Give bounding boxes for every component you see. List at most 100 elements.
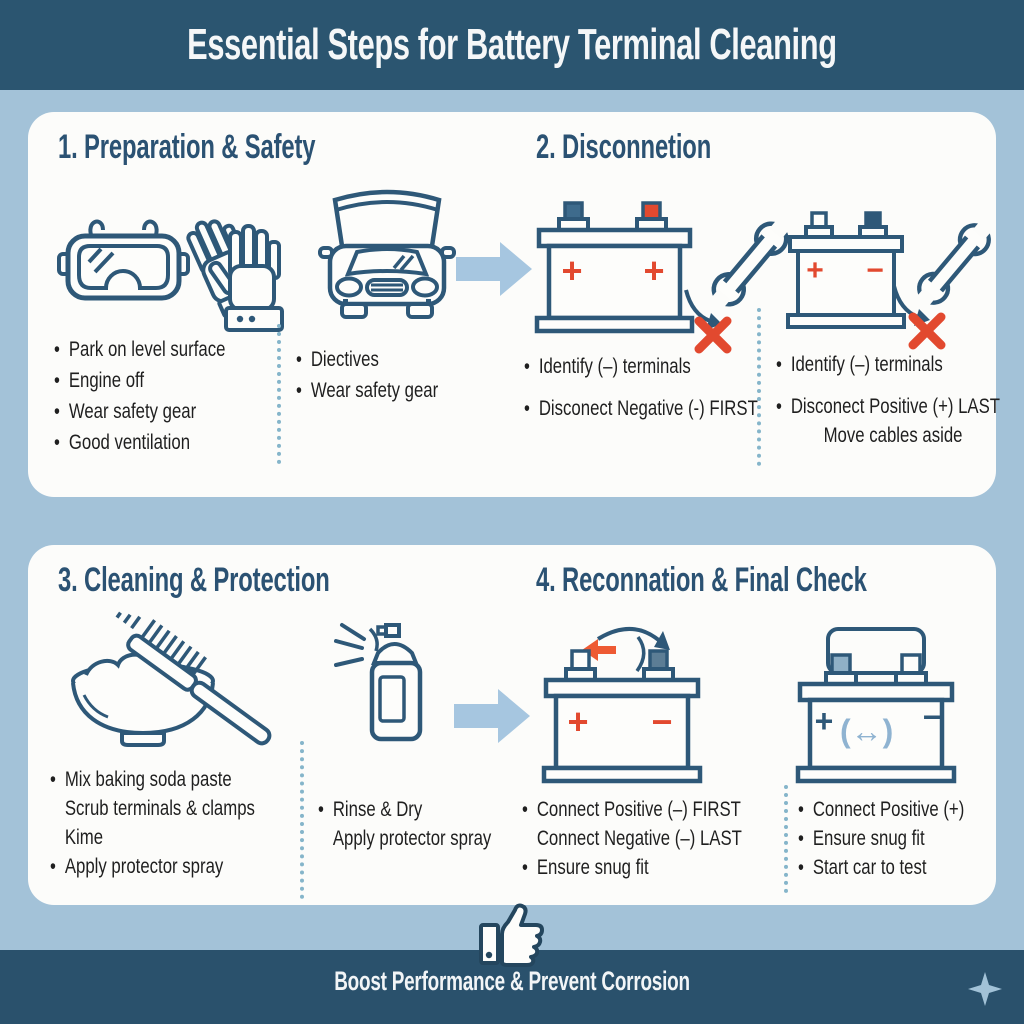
list-item: •Ensure snug fit (522, 853, 742, 882)
bullet-marker (50, 794, 65, 823)
bullet-text: Good ventilation (68, 430, 191, 454)
bullet-marker: • (798, 826, 804, 850)
bullet-text: Move cables aside (823, 423, 963, 447)
bullet-text: Ensure snug fit (536, 855, 649, 879)
terminal-sign: + (806, 254, 824, 287)
list-item: • Wear safety gear (296, 375, 438, 406)
x-mark-icon (908, 312, 946, 350)
dotted-divider (277, 324, 281, 464)
list-item: • Engine off (54, 365, 225, 396)
bullet-marker: • (54, 368, 60, 392)
list-item: •Wear safety gear (54, 396, 225, 427)
bullet-text: Identify (–) terminals (790, 352, 943, 376)
section-4-list-right: •Connect Positive (+) •Ensure snug fit •… (798, 795, 964, 882)
bullet-marker: • (776, 352, 782, 376)
section-2-list-right: • Identify (–) terminals • Disconect Posit… (776, 350, 1000, 450)
list-item: • Diectives (296, 344, 438, 375)
section-3-heading: 3. Cleaning & Protection (58, 561, 330, 599)
list-item: • Rinse & Dry (318, 795, 491, 824)
list-item: Kime (50, 823, 255, 852)
list-item: • Identify (–) terminals (776, 350, 1000, 379)
footer-band: Boost Performance & Prevent Corrosion (0, 950, 1024, 1024)
protector-spray-can-icon (328, 615, 463, 750)
list-item: • Disconect Positive (+) LAST (776, 392, 1000, 421)
section-4-heading: 4. Reconnation & Final Check (536, 561, 867, 599)
panel-top: 1. Preparation & Safety (28, 112, 1000, 497)
list-item: • Apply protector spray (50, 852, 255, 881)
flow-arrow-icon (456, 240, 534, 298)
footer-tagline: Boost Performance & Prevent Corrosion (334, 966, 690, 996)
bullet-text: Disconect Positive (+) LAST (790, 394, 1001, 418)
section-2-heading: 2. Disconnetion (536, 128, 712, 166)
double-arrow-icon: ↔ (850, 713, 883, 749)
snug-fit-indicator: (↔) (840, 713, 893, 750)
bullet-text: Rinse & Dry (332, 797, 423, 821)
flow-arrow-icon (454, 687, 532, 745)
wrench-icon (906, 216, 1002, 312)
bullet-text: Disconect Negative (-) FIRST (538, 396, 758, 420)
bullet-text: Park on level surface (68, 337, 226, 361)
x-mark-icon (694, 316, 732, 354)
page-title: Essential Steps for Battery Terminal Cle… (187, 20, 837, 69)
bullet-marker: • (296, 378, 302, 402)
bullet-text: Ensure snug fit (812, 826, 925, 850)
dotted-divider (784, 785, 788, 893)
battery-reconnect-icon: + − (538, 623, 706, 785)
bullet-marker (50, 823, 65, 852)
bullet-marker: • (798, 855, 804, 879)
safety-goggles-icon (56, 212, 191, 307)
work-gloves-icon (178, 204, 296, 334)
paren-open: ( (840, 713, 851, 749)
list-item: Move cables aside (809, 421, 1000, 450)
terminal-sign: + (567, 701, 589, 742)
bullet-marker: • (522, 797, 528, 821)
dotted-divider (300, 741, 304, 899)
terminal-sign: + (561, 250, 583, 291)
paren-close: ) (882, 713, 894, 749)
list-item: • Connect Positive (–) FIRST (522, 795, 742, 824)
list-item: •Park on level surface (54, 334, 225, 365)
bullet-text: Apply protector spray (64, 854, 224, 878)
list-item: Apply protector spray (318, 824, 491, 853)
bullet-marker (809, 421, 824, 450)
bullet-marker: • (296, 347, 302, 371)
panel-bottom: 3. Cleaning & Protection (28, 545, 996, 905)
battery-final-check-icon: + (↔) − (790, 619, 962, 785)
bullet-marker: • (524, 396, 530, 420)
sparkle-icon (966, 970, 1004, 1008)
section-1-list-right: • Diectives • Wear safety gear (296, 344, 438, 406)
battery-disconnect-first-icon: + + (532, 198, 697, 334)
terminal-sign: − (866, 254, 884, 287)
bullet-marker: • (318, 797, 324, 821)
list-item: Scrub terminals & clamps (50, 794, 255, 823)
thumbs-up-icon (477, 901, 549, 969)
bullet-text: Engine off (68, 368, 145, 392)
terminal-sign: − (922, 699, 942, 735)
bullet-text: Kime (64, 825, 104, 849)
bullet-marker: • (524, 354, 530, 378)
bullet-marker: • (776, 394, 782, 418)
bullet-text: Connect Negative (–) LAST (536, 826, 742, 850)
terminal-sign: + (814, 703, 834, 739)
bullet-marker: • (50, 767, 56, 791)
bullet-marker (522, 824, 537, 853)
section-3-list-right: • Rinse & Dry Apply protector spray (318, 795, 491, 853)
bullet-text: Wear safety gear (310, 378, 439, 402)
list-item: •Mix baking soda paste (50, 765, 255, 794)
wrench-icon (700, 214, 800, 314)
terminal-sign: + (643, 250, 665, 291)
section-1-heading: 1. Preparation & Safety (58, 128, 316, 166)
list-item: •Identify (–) terminals (524, 352, 758, 381)
section-4-list-left: • Connect Positive (–) FIRST Connect Nega… (522, 795, 742, 882)
bullet-text: Connect Positive (–) FIRST (536, 797, 741, 821)
bullet-text: Diectives (310, 347, 379, 371)
car-open-hood-icon (318, 180, 456, 319)
list-item: •Good ventilation (54, 427, 225, 458)
bullet-text: Connect Positive (+) (812, 797, 965, 821)
bullet-text: Apply protector spray (332, 826, 492, 850)
terminal-sign: − (651, 701, 673, 742)
dotted-divider (757, 308, 761, 466)
battery-disconnect-last-icon: + − (785, 210, 907, 329)
bullet-marker: • (50, 854, 56, 878)
baking-soda-bowl-brush-icon (58, 611, 293, 751)
